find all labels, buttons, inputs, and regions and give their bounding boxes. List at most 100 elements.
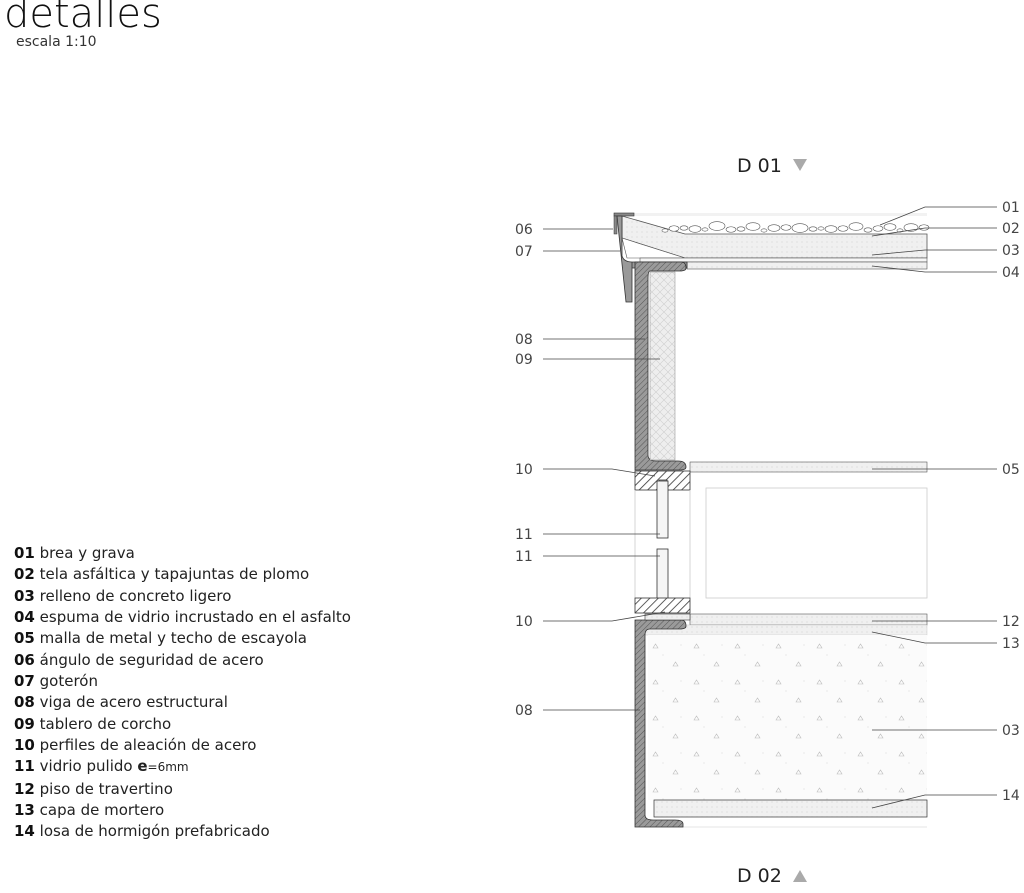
leader-line — [879, 206, 997, 226]
legend-item: 08 viga de acero estructural — [14, 693, 228, 712]
label-d01: D 01 — [737, 155, 807, 177]
legend-item: 12 piso de travertino — [14, 779, 173, 798]
leader-line — [871, 249, 997, 256]
svg-text:06: 06 — [515, 222, 533, 238]
legend-item: 06 ángulo de seguridad de acero — [14, 650, 264, 669]
svg-text:02: 02 — [1002, 221, 1020, 237]
gravel-stone — [760, 228, 768, 233]
gravel-stone — [668, 225, 680, 232]
gravel-stone — [708, 221, 726, 231]
label-d02: D 02 — [737, 865, 807, 887]
floor-assembly — [634, 613, 928, 828]
ceiling — [689, 461, 928, 473]
legend-item: 14 losa de hormigón prefabricado — [14, 822, 270, 841]
callout-right: 01 — [879, 200, 1020, 226]
svg-text:08: 08 — [515, 703, 533, 719]
gravel-stone — [883, 223, 897, 231]
callout-right: 03 — [872, 723, 1020, 739]
callouts: 06 07 08 09 10 11 11 10 08 01 02 03 04 05 12 13 03 14 — [515, 200, 1020, 809]
callout-left: 11 — [515, 549, 660, 565]
leader-line — [871, 265, 997, 273]
svg-text:D 02: D 02 — [737, 865, 782, 887]
callout-left: 09 — [515, 352, 660, 368]
callout-right: 13 — [871, 631, 1020, 652]
callout-left: 08 — [515, 332, 645, 348]
legend-item: 13 capa de mortero — [14, 801, 165, 820]
leader-line — [543, 611, 666, 622]
legend: 01 brea y grava 02 tela asfáltica y tapa… — [14, 543, 351, 843]
travertine-floor — [689, 613, 928, 626]
legend-item: 03 relleno de concreto ligero — [14, 586, 232, 605]
gravel-stone — [808, 226, 818, 232]
leader-line — [871, 227, 997, 237]
gravel-stone — [736, 226, 746, 232]
roof-assembly — [613, 212, 930, 303]
window — [634, 480, 928, 614]
legend-item: 11 vidrio pulido e=6mm — [14, 757, 189, 776]
leader-line — [871, 631, 997, 644]
concrete-fill — [648, 635, 927, 800]
gravel-stone — [661, 228, 669, 233]
svg-text:01: 01 — [1002, 200, 1020, 216]
svg-text:08: 08 — [515, 332, 533, 348]
cork-board — [649, 271, 676, 461]
svg-text:10: 10 — [515, 462, 533, 478]
gravel-stone — [872, 225, 884, 232]
callout-left: 07 — [515, 244, 620, 260]
gravel-stone — [688, 225, 702, 233]
svg-text:12: 12 — [1002, 614, 1020, 630]
svg-text:D 01: D 01 — [737, 155, 782, 177]
svg-text:04: 04 — [1002, 265, 1020, 281]
gravel-stone — [848, 222, 864, 231]
legend-item: 05 malla de metal y techo de escayola — [14, 629, 307, 648]
mortar-layer — [644, 624, 928, 636]
callout-left: 06 — [515, 222, 613, 238]
gravel-stone — [701, 227, 709, 232]
legend-item: 04 espuma de vidrio incrustado en el asf… — [14, 608, 351, 627]
callout-right: 03 — [871, 243, 1020, 259]
glass-pane — [656, 548, 669, 607]
gravel-stone — [817, 226, 825, 231]
callout-left: 10 — [515, 611, 666, 630]
glass-pane — [656, 480, 669, 539]
down-triangle-icon — [793, 159, 807, 171]
svg-text:10: 10 — [515, 614, 533, 630]
callout-right: 04 — [871, 265, 1020, 281]
callout-left: 10 — [515, 462, 656, 478]
gravel-stone — [767, 224, 781, 232]
svg-text:03: 03 — [1002, 723, 1020, 739]
svg-text:07: 07 — [515, 244, 533, 260]
up-triangle-icon — [793, 870, 807, 882]
legend-item: 01 brea y grava — [14, 544, 135, 562]
scale-label: escala 1:10 — [16, 34, 97, 50]
callout-right: 05 — [872, 462, 1020, 478]
callout-right: 14 — [871, 788, 1020, 809]
upper-beam — [634, 261, 928, 491]
page-title: detalles — [4, 0, 162, 37]
gravel-stone — [745, 222, 761, 231]
svg-text:09: 09 — [515, 352, 533, 368]
gravel-stone — [824, 225, 838, 233]
gravel-stone — [837, 225, 849, 232]
callout-left: 11 — [515, 527, 660, 543]
steel-profile — [634, 597, 691, 614]
precast-slab — [653, 799, 928, 818]
callout-left: 08 — [515, 703, 640, 719]
svg-text:11: 11 — [515, 549, 533, 565]
legend-item: 02 tela asfáltica y tapajuntas de plomo — [14, 565, 310, 584]
leader-line — [543, 468, 656, 477]
legend-item: 09 tablero de corcho — [14, 714, 172, 733]
svg-text:13: 13 — [1002, 636, 1020, 652]
callout-right: 02 — [871, 221, 1020, 237]
safety-angle — [613, 212, 635, 217]
gravel-stone — [863, 227, 873, 233]
gravel-stone — [791, 223, 809, 233]
svg-text:05: 05 — [1002, 462, 1020, 478]
svg-text:03: 03 — [1002, 243, 1020, 259]
svg-text:11: 11 — [515, 527, 533, 543]
gravel-stone — [780, 224, 792, 231]
leader-line — [871, 794, 997, 809]
gravel-stone — [679, 225, 689, 231]
legend-item: 07 goterón — [14, 672, 98, 691]
